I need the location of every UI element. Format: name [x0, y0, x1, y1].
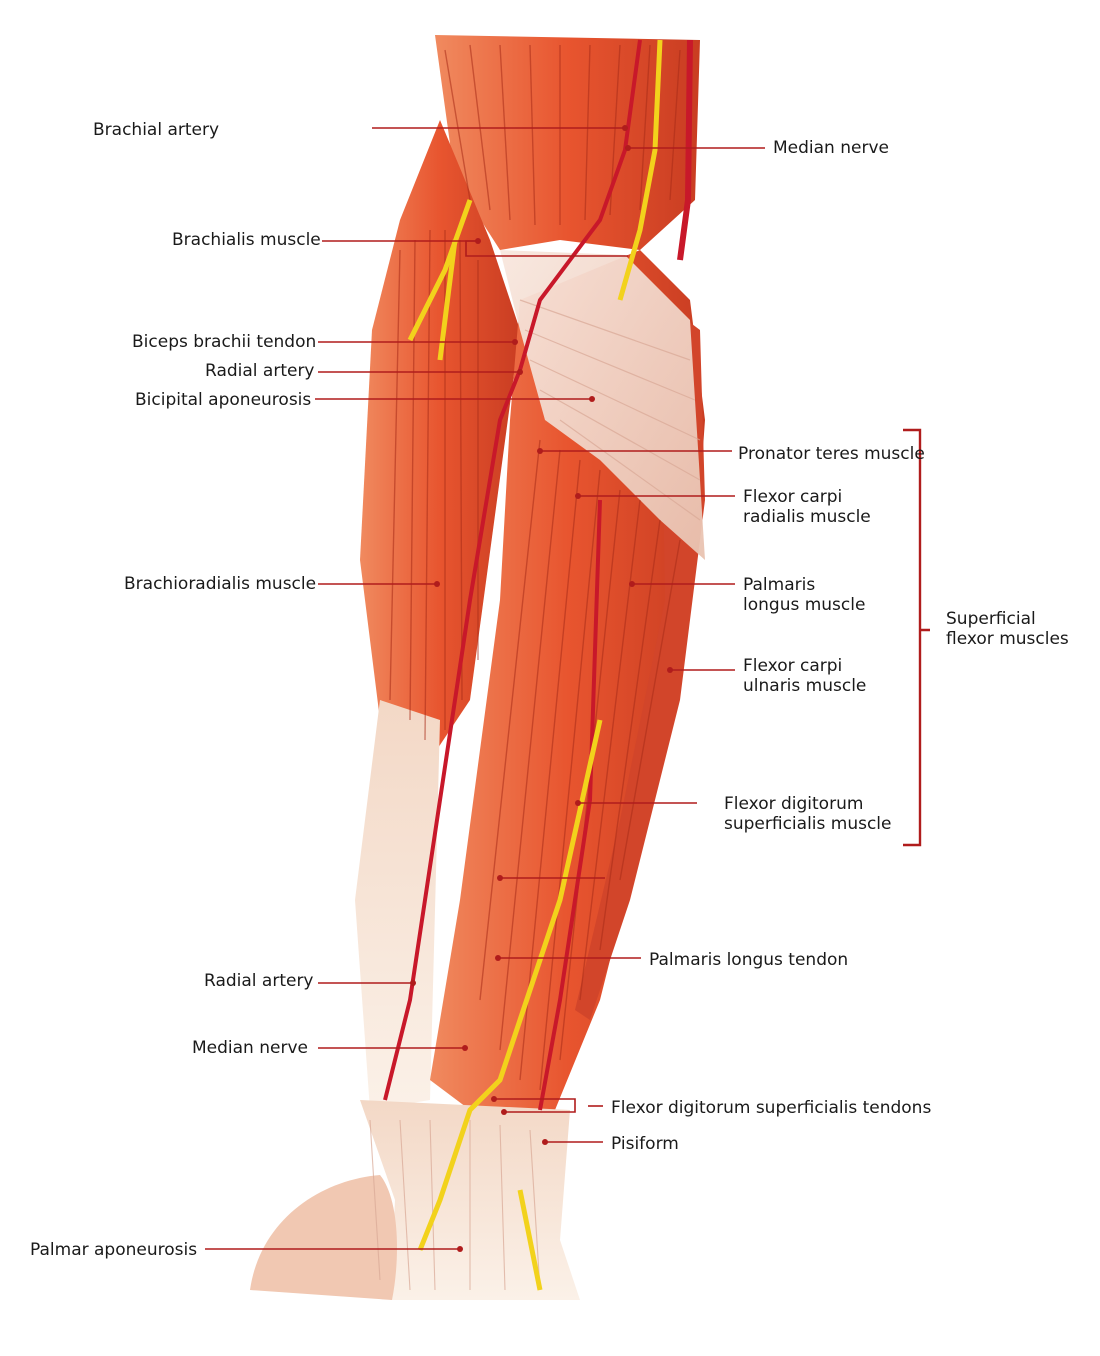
label-median-nerve-lower: Median nerve — [192, 1038, 308, 1058]
label-palmaris-longus-tendon: Palmaris longus tendon — [649, 950, 849, 970]
group-bracket — [903, 428, 930, 847]
label-fds-tendons: Flexor digitorum superficialis tendons — [611, 1098, 932, 1118]
ulnar-vessel — [677, 39, 693, 261]
leader-lines — [205, 127, 765, 1250]
thenar-eminence-shape — [250, 1175, 397, 1300]
label-brachioradialis-muscle: Brachioradialis muscle — [124, 574, 317, 594]
label-flexor-carpi-radialis: Flexor carpi radialis muscle — [743, 487, 871, 527]
arteries — [383, 39, 642, 1111]
label-palmaris-longus-muscle: Palmaris longus muscle — [743, 575, 865, 615]
muscle-fibers — [389, 44, 681, 1091]
label-line: longus muscle — [743, 595, 866, 615]
label-median-nerve-upper: Median nerve — [773, 138, 889, 158]
label-superficial-flexor-muscles: Superficial flexor muscles — [946, 609, 1069, 649]
label-pisiform: Pisiform — [611, 1134, 679, 1154]
label-line: radialis muscle — [743, 507, 871, 527]
label-bicipital-aponeurosis: Bicipital aponeurosis — [135, 390, 312, 410]
label-line: Flexor carpi — [743, 656, 843, 676]
label-biceps-brachii-tendon: Biceps brachii tendon — [132, 332, 317, 352]
label-pronator-teres: Pronator teres muscle — [738, 444, 925, 464]
label-line: superficialis muscle — [724, 814, 892, 834]
label-line: Flexor carpi — [743, 487, 843, 507]
label-line: flexor muscles — [946, 629, 1069, 649]
bicipital-aponeurosis-shape — [500, 250, 705, 560]
label-radial-artery-lower: Radial artery — [204, 971, 314, 991]
label-line: Flexor digitorum — [724, 794, 864, 814]
radial-tendon-region — [355, 700, 440, 1110]
label-radial-artery-upper: Radial artery — [205, 361, 315, 381]
label-line: Palmaris — [743, 575, 816, 595]
label-brachial-artery: Brachial artery — [93, 120, 220, 140]
label-flexor-digitorum-superficialis: Flexor digitorum superficialis muscle — [724, 794, 892, 834]
label-brachialis-muscle: Brachialis muscle — [172, 230, 321, 250]
nerves — [407, 39, 663, 1291]
label-palmar-aponeurosis: Palmar aponeurosis — [30, 1240, 198, 1260]
label-line: Superficial — [946, 609, 1036, 629]
label-line: ulnaris muscle — [743, 676, 867, 696]
aponeurosis-fibers — [519, 299, 701, 521]
label-flexor-carpi-ulnaris: Flexor carpi ulnaris muscle — [743, 656, 866, 696]
wrist-fibers — [369, 1119, 541, 1291]
leader-dots — [410, 125, 673, 1252]
